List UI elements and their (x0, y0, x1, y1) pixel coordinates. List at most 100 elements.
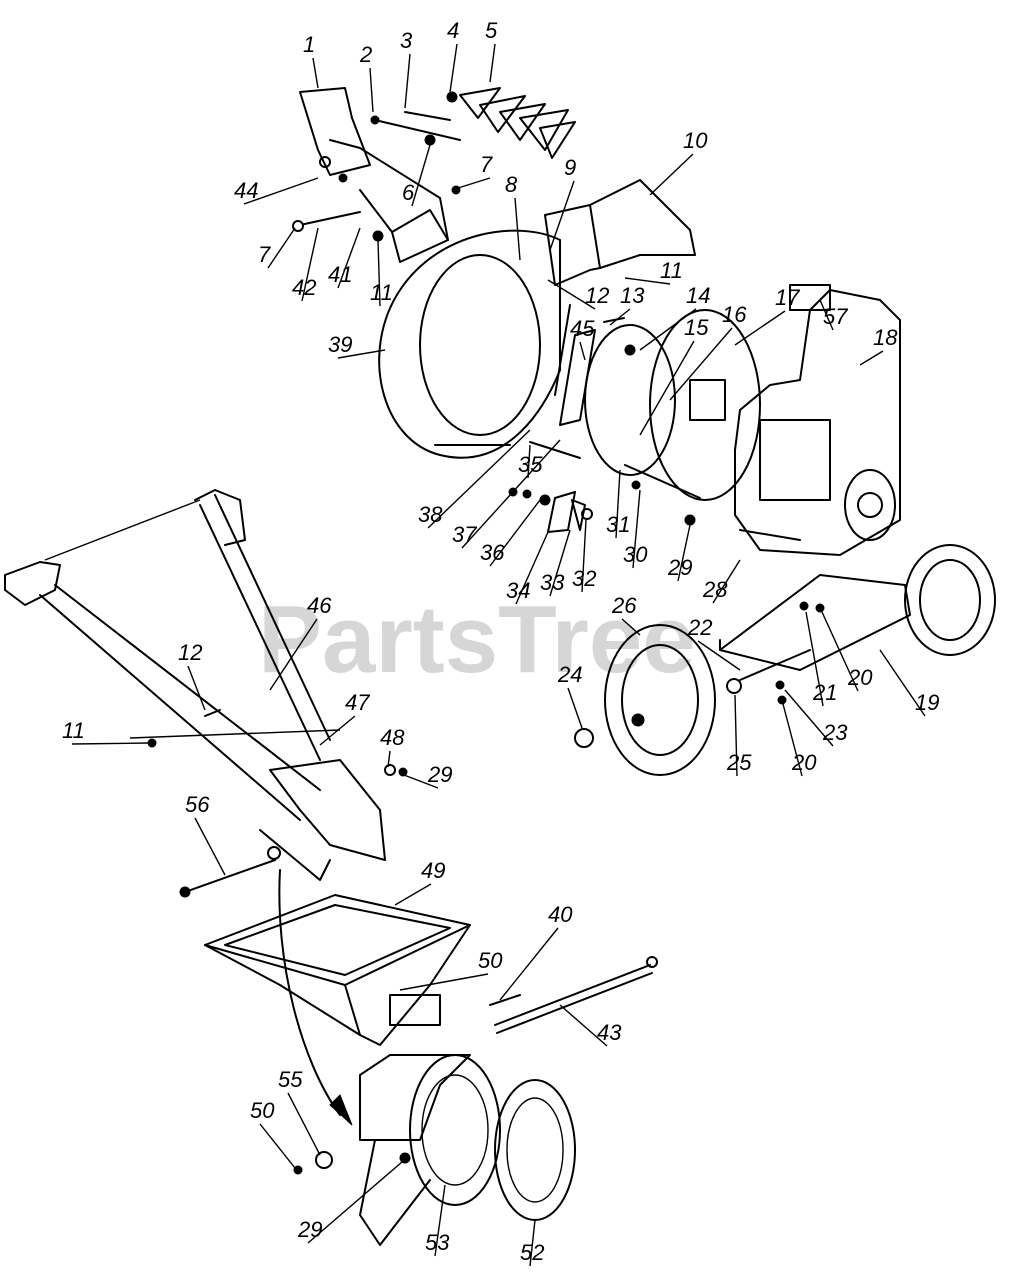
leader-line-c11a (624, 277, 671, 285)
callout-label-c26: 26 (611, 593, 637, 618)
callout-label-c39: 39 (328, 332, 352, 357)
leader-line-c29b (403, 774, 439, 789)
leader-line-c31 (615, 469, 621, 539)
leader-line-c30 (632, 489, 641, 569)
callout-label-c32: 32 (572, 566, 596, 591)
callout-label-c7a: 7 (480, 152, 493, 177)
callout-label-c1: 1 (303, 32, 315, 57)
callout-label-c24: 24 (557, 662, 582, 687)
chute-ring (494, 1079, 576, 1221)
callout-label-c11c: 11 (62, 718, 85, 743)
leader-line-c12b (187, 665, 206, 711)
chute-hardware (278, 869, 411, 1175)
callout-label-c44: 44 (234, 178, 258, 203)
watermark: PartsTree (258, 586, 696, 693)
callout-label-c53: 53 (425, 1230, 450, 1255)
leader-line-c53 (434, 1184, 446, 1257)
wheel-rear (904, 544, 996, 656)
feed-chute (359, 1054, 501, 1246)
leader-line-c11c (71, 742, 149, 745)
leader-line-c39 (337, 349, 386, 359)
callout-label-c10: 10 (683, 128, 708, 153)
callout-label-c18: 18 (873, 325, 898, 350)
leader-line-c47 (319, 715, 356, 746)
small-hardware (508, 317, 825, 705)
blower-housing (378, 229, 561, 459)
leader-line-c40 (499, 927, 559, 1001)
leader-line-c43 (559, 1004, 608, 1047)
callout-label-c7b: 7 (258, 242, 271, 267)
callout-label-c29a: 29 (667, 555, 692, 580)
callout-label-c14: 14 (686, 283, 710, 308)
callout-label-c49: 49 (421, 858, 445, 883)
callout-label-c34: 34 (506, 578, 530, 603)
callout-label-c29c: 29 (297, 1217, 322, 1242)
leader-line-c57 (819, 299, 834, 331)
leader-line-c56 (194, 817, 226, 876)
leader-line-c22 (697, 640, 741, 671)
leader-line-c33 (549, 529, 571, 597)
callout-label-c5: 5 (485, 18, 498, 43)
leader-line-c23 (784, 689, 834, 747)
callout-label-c41: 41 (328, 262, 352, 287)
leader-line-c14 (639, 308, 697, 351)
callout-label-c40: 40 (548, 902, 573, 927)
callout-label-c37: 37 (452, 522, 477, 547)
leader-line-c55 (287, 1092, 321, 1156)
leader-line-c29c (307, 1161, 403, 1244)
callout-label-c50b: 50 (250, 1098, 275, 1123)
callout-label-c57: 57 (823, 304, 848, 329)
leader-line-c44 (243, 177, 319, 205)
leader-line-c20a (821, 611, 859, 692)
engine-mount-plate (624, 309, 761, 501)
callout-label-c16: 16 (722, 302, 747, 327)
leader-line-c6 (411, 144, 431, 207)
callout-label-c2: 2 (359, 42, 372, 67)
callout-label-c31: 31 (606, 512, 630, 537)
callout-label-c8: 8 (505, 172, 518, 197)
leader-line-c21 (805, 611, 824, 707)
callout-label-c22: 22 (687, 615, 712, 640)
leader-line-c16 (669, 327, 733, 401)
callout-label-c12b: 12 (178, 640, 202, 665)
callout-label-c4: 4 (447, 18, 459, 43)
callout-label-c29b: 29 (427, 762, 452, 787)
leader-line-c29a (677, 524, 691, 582)
leader-line-c25 (734, 694, 738, 777)
leader-line-c5 (489, 43, 496, 83)
handle (4, 489, 386, 881)
leader-line-c45 (579, 341, 586, 361)
leader-line-c38 (427, 429, 531, 529)
callout-label-c6: 6 (402, 180, 415, 205)
leader-line-c26 (621, 618, 641, 636)
callout-label-c55: 55 (278, 1067, 303, 1092)
callout-label-c12a: 12 (585, 283, 609, 308)
leader-line-c32 (581, 519, 587, 593)
callout-label-c19: 19 (915, 690, 939, 715)
callout-label-c43: 43 (597, 1020, 622, 1045)
handle-hardware (147, 709, 408, 898)
leader-line-c37 (461, 439, 561, 549)
leader-line-c13 (609, 308, 631, 326)
callout-label-c42: 42 (292, 275, 316, 300)
leader-line-c34 (515, 531, 549, 605)
callout-label-c33: 33 (540, 570, 565, 595)
leader-line-c42 (301, 227, 319, 302)
callout-label-c3: 3 (400, 28, 413, 53)
callout-label-c20b: 20 (791, 750, 817, 775)
leader-line-c1 (312, 57, 319, 89)
callout-label-c38: 38 (418, 502, 443, 527)
hopper (204, 894, 471, 1046)
leader-line-c17 (734, 310, 786, 346)
leader-line-c2 (369, 67, 374, 113)
callout-label-c52: 52 (520, 1240, 544, 1265)
impeller-plate (554, 304, 676, 476)
callout-label-c36: 36 (480, 540, 505, 565)
callout-label-c23: 23 (822, 720, 848, 745)
leader-line-c10 (649, 153, 694, 196)
callout-label-c11b: 11 (370, 280, 393, 305)
leader-line-c7a (457, 177, 491, 189)
callout-label-c21: 21 (812, 680, 837, 705)
